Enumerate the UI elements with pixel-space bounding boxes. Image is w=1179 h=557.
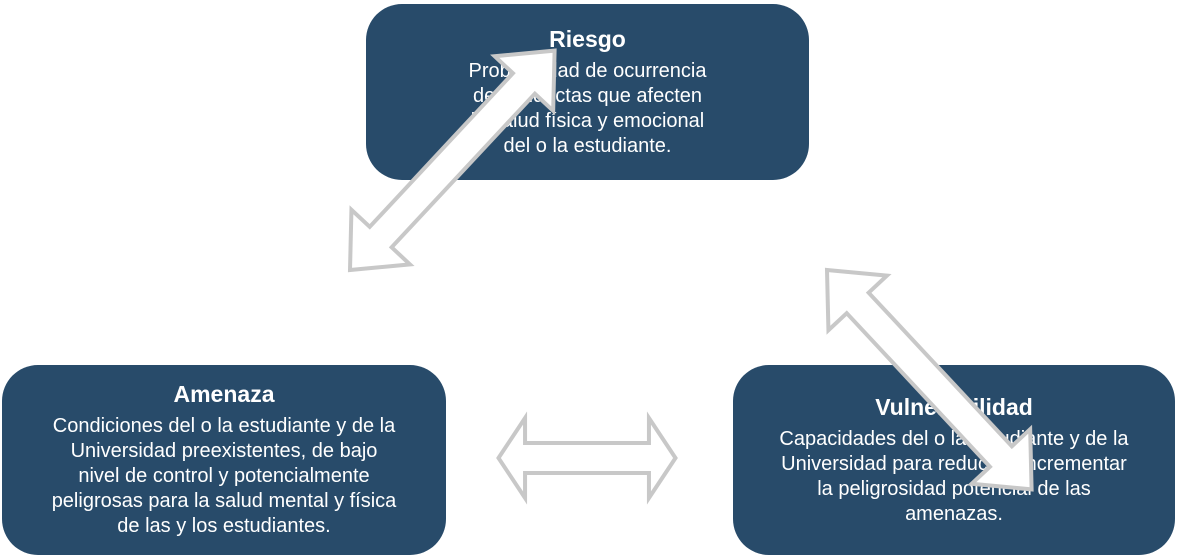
amenaza-description: Condiciones del o la estudiante y de la … [51, 415, 397, 537]
double-arrow-amenaza-vulnerabilidad [499, 418, 676, 498]
amenaza-title: Amenaza [173, 381, 275, 407]
double-arrow-riesgo-vulnerabilidad [798, 243, 1061, 517]
double-arrow-amenaza-riesgo [321, 23, 584, 297]
riesgo-title: Riesgo [549, 25, 626, 52]
vulnerabilidad-description: Capacidades del o la estudiante y de la … [779, 427, 1129, 525]
vulnerabilidad-box: Vulnerabilidad Capacidades del o la estu… [733, 365, 1175, 555]
amenaza-box: Amenaza Condiciones del o la estudiante … [2, 365, 446, 555]
